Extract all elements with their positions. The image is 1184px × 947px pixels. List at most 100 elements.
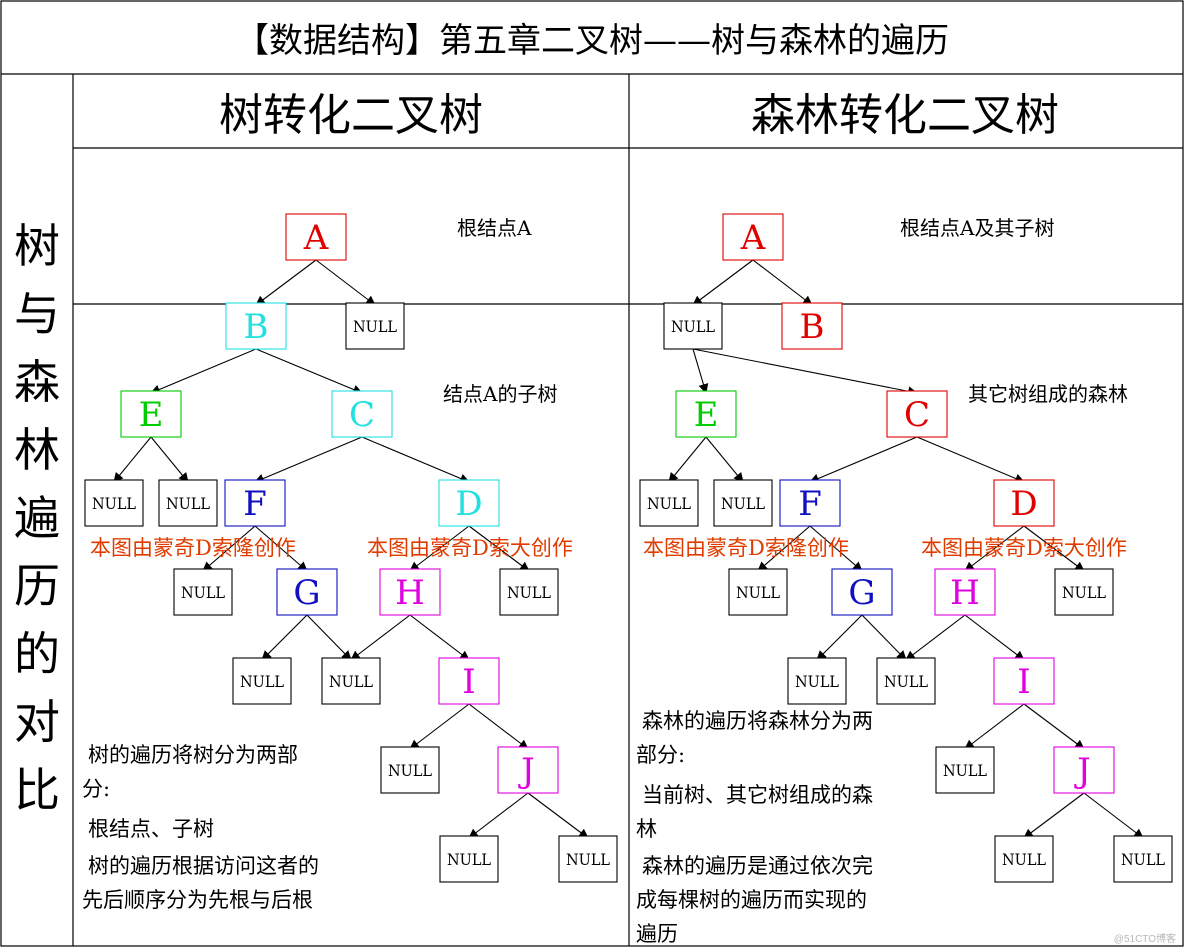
- tree-edge: [668, 436, 707, 483]
- node-label: B: [800, 307, 825, 347]
- node-box: [675, 390, 737, 438]
- node-box: [225, 302, 287, 350]
- tree-edge: [964, 703, 1025, 750]
- node-box: [439, 835, 499, 883]
- tree-node: G: [276, 568, 338, 616]
- right-root-label: 根结点A及其子树: [900, 216, 1054, 240]
- node-box: [438, 657, 500, 705]
- null-node: NULL: [380, 746, 440, 794]
- node-box: [379, 568, 441, 616]
- node-label: G: [848, 573, 875, 613]
- credit-text: 本图由蒙奇D索隆创作: [643, 536, 849, 560]
- node-label: I: [462, 662, 475, 702]
- node-box: [831, 568, 893, 616]
- node-label: C: [349, 395, 375, 435]
- node-box: [558, 835, 618, 883]
- tree-edge: [692, 259, 754, 306]
- node-box: [728, 568, 788, 616]
- node-label: D: [1010, 484, 1037, 524]
- note-line: 树的遍历将树分为两部: [88, 743, 298, 767]
- node-label: NULL: [721, 494, 765, 513]
- node-label: A: [740, 218, 766, 258]
- side-label-char: 的: [14, 627, 60, 681]
- note-line: 根结点、子树: [88, 817, 214, 841]
- node-label: C: [904, 395, 930, 435]
- node-box: [499, 568, 559, 616]
- tree-edge: [150, 436, 189, 483]
- side-label-char: 森: [14, 355, 60, 409]
- node-box: [993, 657, 1055, 705]
- node-box: [779, 479, 841, 527]
- tree-edge: [692, 348, 709, 394]
- node-label: NULL: [447, 850, 491, 869]
- null-node: NULL: [728, 568, 788, 616]
- node-label: NULL: [353, 317, 397, 336]
- node-label: E: [694, 395, 719, 435]
- node-label: NULL: [240, 672, 284, 691]
- null-node: NULL: [787, 657, 847, 705]
- tree-node: C: [331, 390, 393, 438]
- tree-edge: [816, 614, 863, 661]
- tree-edge: [757, 525, 811, 572]
- null-node: NULL: [639, 479, 699, 527]
- tree-edge: [964, 525, 1025, 572]
- node-label: NULL: [1002, 850, 1046, 869]
- node-box: [345, 302, 405, 350]
- node-box: [1053, 746, 1115, 794]
- tree-edge: [202, 525, 256, 572]
- node-box: [934, 568, 996, 616]
- note-line: 当前树、其它树组成的森: [642, 783, 873, 807]
- null-node: NULL: [232, 657, 292, 705]
- node-box: [120, 390, 182, 438]
- node-box: [1054, 568, 1114, 616]
- note-line: 森林的遍历将森林分为两: [642, 709, 873, 733]
- tree-edge: [964, 614, 1025, 661]
- right-heading: 森林转化二叉树: [751, 90, 1059, 141]
- node-box: [787, 657, 847, 705]
- node-label: NULL: [943, 761, 987, 780]
- null-node: NULL: [345, 302, 405, 350]
- tree-node: D: [438, 479, 500, 527]
- tree-edge: [255, 259, 317, 306]
- left-notes: 树的遍历将树分为两部 分: 根结点、子树 树的遍历根据访问这者的 先后顺序分为先…: [82, 743, 319, 912]
- null-node: NULL: [499, 568, 559, 616]
- node-box: [84, 479, 144, 527]
- tree-node: F: [224, 479, 286, 527]
- node-label: NULL: [166, 494, 210, 513]
- note-line: 森林的遍历是通过依次完: [642, 854, 873, 878]
- tree-node: I: [438, 657, 500, 705]
- note-line: 成每棵树的遍历而实现的: [636, 888, 867, 912]
- node-label: NULL: [507, 583, 551, 602]
- tree-edge: [1023, 792, 1085, 839]
- node-box: [886, 390, 948, 438]
- node-label: E: [139, 395, 164, 435]
- tree-edge: [409, 525, 470, 572]
- node-box: [285, 213, 347, 261]
- tree-edge: [752, 259, 813, 306]
- node-label: NULL: [181, 583, 225, 602]
- tree-edge: [361, 436, 470, 484]
- side-label-char: 树: [14, 219, 60, 273]
- node-label: NULL: [566, 850, 610, 869]
- side-label-char: 比: [14, 763, 60, 817]
- node-label: H: [950, 573, 980, 613]
- tree-node: C: [886, 390, 948, 438]
- tree-edge: [315, 259, 376, 306]
- node-label: NULL: [92, 494, 136, 513]
- node-box: [321, 657, 381, 705]
- node-label: A: [303, 218, 329, 258]
- tree-edge: [905, 614, 966, 661]
- node-box: [497, 746, 559, 794]
- tree-edge: [916, 436, 1025, 484]
- right-credits: 本图由蒙奇D索隆创作 本图由蒙奇D索大创作: [643, 536, 1127, 560]
- node-box: [663, 302, 723, 350]
- node-box: [876, 657, 936, 705]
- null-node: NULL: [935, 746, 995, 794]
- right-tree-edges: [668, 259, 1144, 839]
- null-node: NULL: [84, 479, 144, 527]
- right-forest-label: 其它树组成的森林: [968, 382, 1128, 406]
